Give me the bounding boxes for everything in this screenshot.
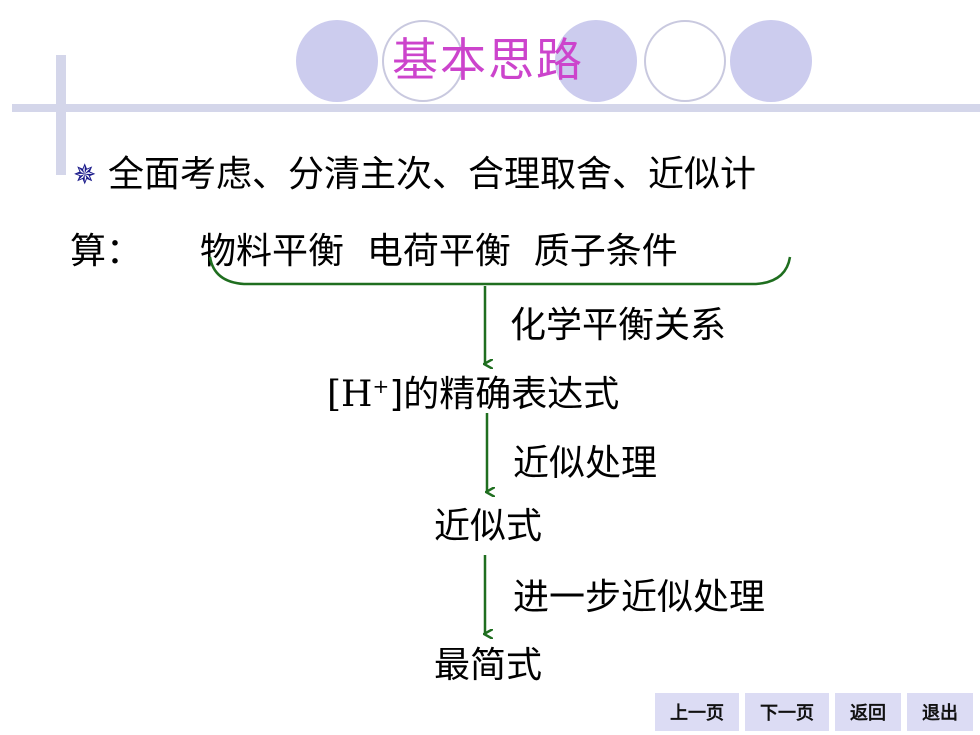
step-label-further-approximation: 进一步近似处理 (513, 577, 766, 618)
back-button[interactable]: 返回 (835, 693, 901, 731)
brace-underline (208, 256, 792, 286)
exact-expression-bracket: [H (327, 374, 373, 415)
step-label-chemical-equilibrium: 化学平衡关系 (510, 305, 727, 346)
bullet-line-2: 算： (70, 231, 143, 272)
simplest-formula: 最简式 (434, 645, 543, 686)
decorative-circle-1 (296, 20, 378, 102)
decorative-horizontal-bar (12, 104, 980, 112)
decorative-vertical-bar (56, 55, 66, 175)
decorative-circle-4 (644, 20, 726, 102)
next-page-button[interactable]: 下一页 (745, 693, 829, 731)
exact-expression-superscript: + (372, 374, 390, 398)
prev-page-button[interactable]: 上一页 (655, 693, 739, 731)
approximate-formula: 近似式 (434, 506, 543, 547)
exact-expression: [H+]的精确表达式 (327, 365, 619, 417)
decorative-circle-3 (555, 20, 637, 102)
step-label-approximation: 近似处理 (513, 443, 658, 484)
decorative-circle-2 (382, 20, 464, 102)
exit-button[interactable]: 退出 (907, 693, 973, 731)
decorative-circle-5 (730, 20, 812, 102)
slide-title: 基本思路 (392, 33, 584, 87)
snowflake-bullet-icon: ✵ (73, 158, 97, 191)
bullet-line-1: 全面考虑、分清主次、合理取舍、近似计 (108, 154, 757, 195)
conditions-text: 物料平衡 电荷平衡 质子条件 (200, 231, 678, 272)
exact-expression-suffix: ]的精确表达式 (389, 374, 620, 415)
